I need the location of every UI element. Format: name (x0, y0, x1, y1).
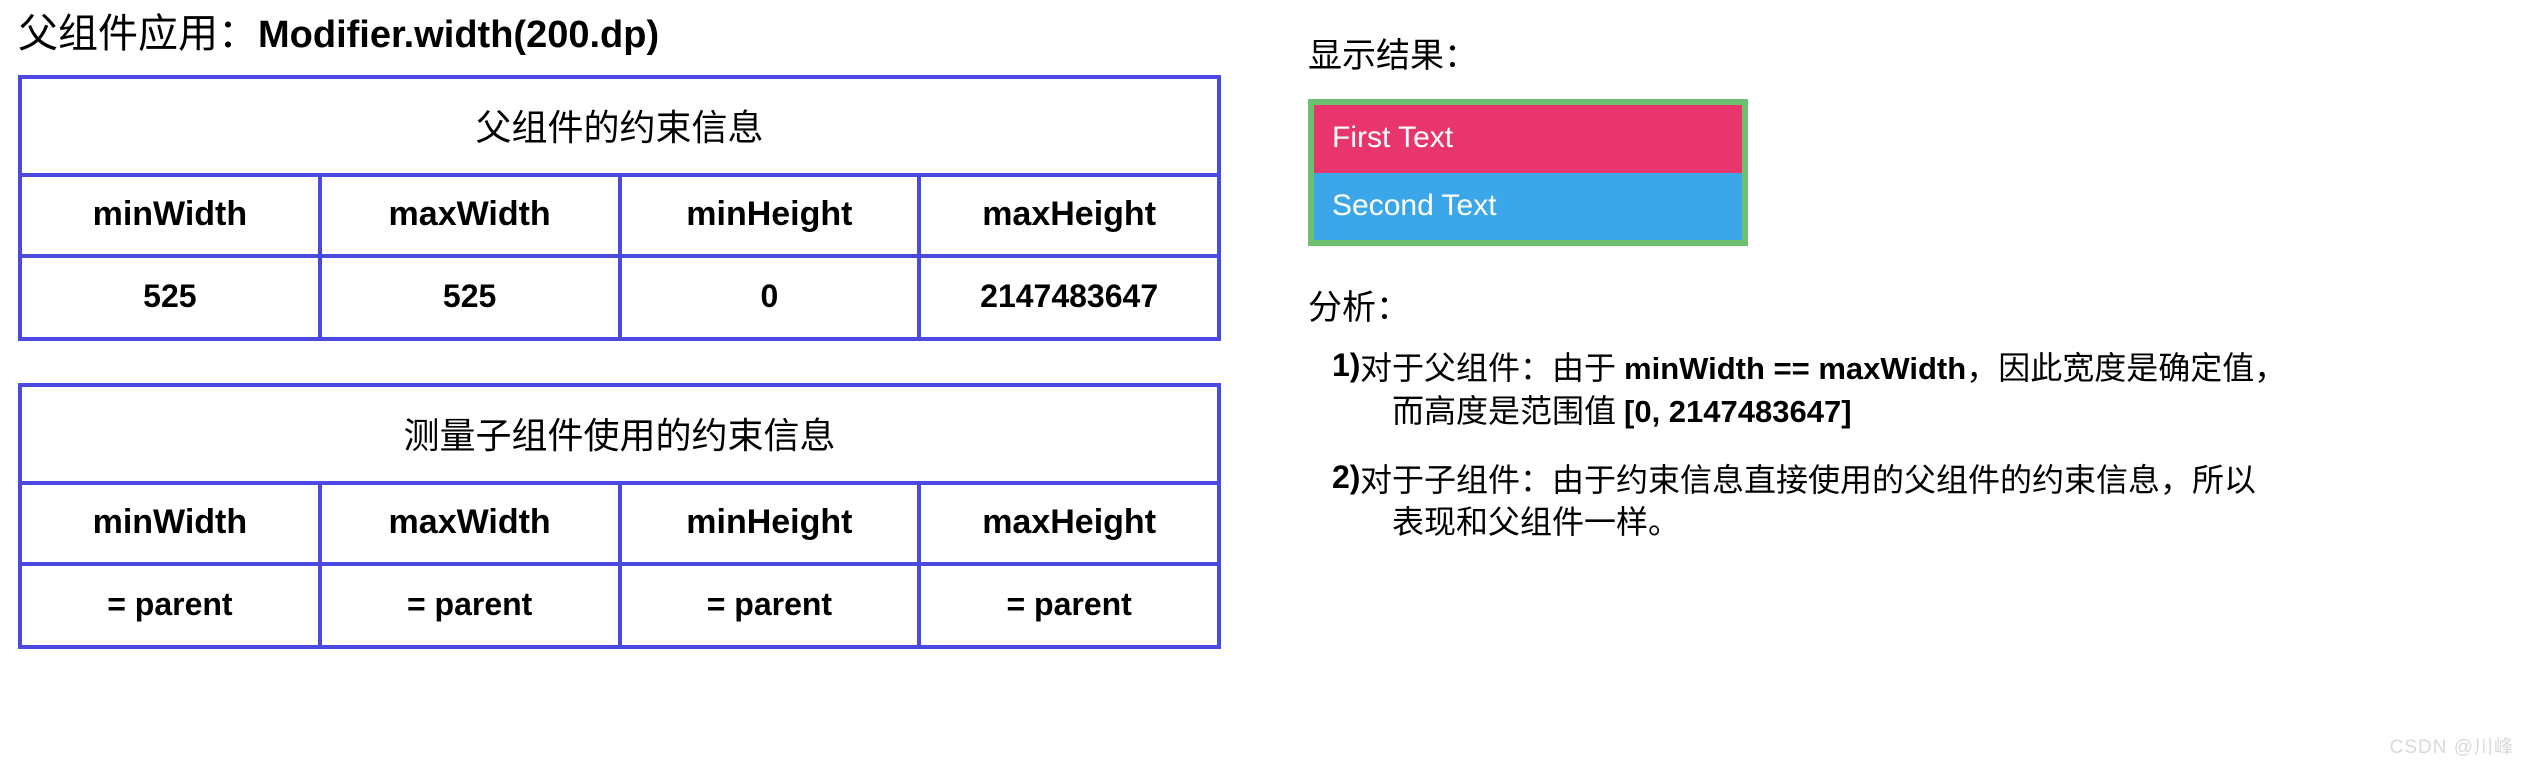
cell-maxwidth-value: = parent (322, 565, 622, 645)
preview-first-text-band: First Text (1314, 105, 1742, 173)
list-item-line2: 表现和父组件一样。 (1360, 501, 2256, 543)
table-row: 525 525 0 2147483647 (22, 257, 1217, 337)
preview-second-text-band: Second Text (1314, 172, 1742, 240)
list-item-text-b: ，因此宽度是确定值， (1966, 350, 2287, 386)
column-header-maxwidth: maxWidth (322, 176, 622, 254)
cell-minheight-value: 0 (622, 257, 922, 337)
list-item-text-c: 而高度是范围值 (1392, 392, 1625, 429)
preview-frame: First Text Second Text (1308, 99, 1748, 246)
left-panel: 父组件应用：Modifier.width(200.dp) 父组件的约束信息 mi… (18, 10, 1248, 691)
column-header-minheight: minHeight (622, 484, 922, 562)
column-header-minheight: minHeight (622, 176, 922, 254)
preview-first-text-label: First Text (1332, 121, 1454, 154)
parent-constraints-table-title: 父组件的约束信息 (22, 79, 1217, 177)
page-title-code: Modifier.width(200.dp) (258, 14, 660, 56)
list-item-text-a: 对于父组件：由于 (1360, 350, 1625, 386)
list-item: 2) 对于子组件：由于约束信息直接使用的父组件的约束信息，所以表现和父组件一样。 (1308, 459, 2508, 543)
column-header-maxwidth: maxWidth (322, 484, 622, 562)
list-item-code-b: [0, 2147483647] (1624, 393, 1852, 429)
page-title-prefix: 父组件应用： (18, 11, 258, 56)
preview-second-text-label: Second Text (1332, 188, 1497, 222)
list-item-text-c: 表现和父组件一样。 (1392, 504, 1681, 541)
list-item-body: 对于子组件：由于约束信息直接使用的父组件的约束信息，所以表现和父组件一样。 (1360, 459, 2256, 543)
watermark: CSDN @川峰 (2389, 737, 2514, 758)
cell-maxwidth-value: 525 (322, 257, 622, 337)
list-item: 1) 对于父组件：由于 minWidth == maxWidth，因此宽度是确定… (1308, 347, 2508, 433)
child-constraints-table: 测量子组件使用的约束信息 minWidth maxWidth minHeight… (18, 382, 1221, 649)
list-item-code-a: minWidth == maxWidth (1624, 351, 1967, 386)
parent-constraints-table: 父组件的约束信息 minWidth maxWidth minHeight max… (18, 74, 1221, 341)
cell-minheight-value: = parent (622, 565, 922, 645)
cell-minwidth-value: 525 (22, 257, 322, 337)
cell-maxheight-value: 2147483647 (980, 277, 1159, 314)
list-item-text-a: 对于子组件：由于约束信息直接使用的父组件的约束信息，所以 (1360, 461, 2257, 498)
list-item-body: 对于父组件：由于 minWidth == maxWidth，因此宽度是确定值， 而… (1360, 347, 2286, 433)
table-header-row: minWidth maxWidth minHeight maxHeight (22, 484, 1217, 566)
column-header-maxheight: maxHeight (982, 502, 1157, 541)
cell-maxheight-value: = parent (1006, 585, 1132, 622)
list-item-marker: 1) (1332, 347, 1361, 383)
list-item-marker: 2) (1332, 458, 1361, 495)
column-header-maxheight: maxHeight (982, 194, 1157, 233)
right-panel: 显示结果： First Text Second Text 分析： 1) 对于父组… (1308, 28, 2508, 569)
child-constraints-table-title: 测量子组件使用的约束信息 (22, 387, 1217, 485)
list-item-line2: 而高度是范围值 [0, 2147483647] (1360, 390, 2286, 433)
analysis-list: 1) 对于父组件：由于 minWidth == maxWidth，因此宽度是确定… (1308, 347, 2508, 543)
column-header-minwidth: minWidth (22, 176, 322, 254)
analysis-section-label: 分析： (1308, 290, 1410, 327)
cell-minwidth-value: = parent (22, 565, 322, 645)
column-header-minwidth: minWidth (22, 484, 322, 562)
table-row: = parent = parent = parent = parent (22, 565, 1217, 645)
table-header-row: minWidth maxWidth minHeight maxHeight (22, 176, 1217, 258)
result-section-label: 显示结果： (1308, 38, 1478, 75)
page-title: 父组件应用：Modifier.width(200.dp) (18, 10, 1248, 59)
